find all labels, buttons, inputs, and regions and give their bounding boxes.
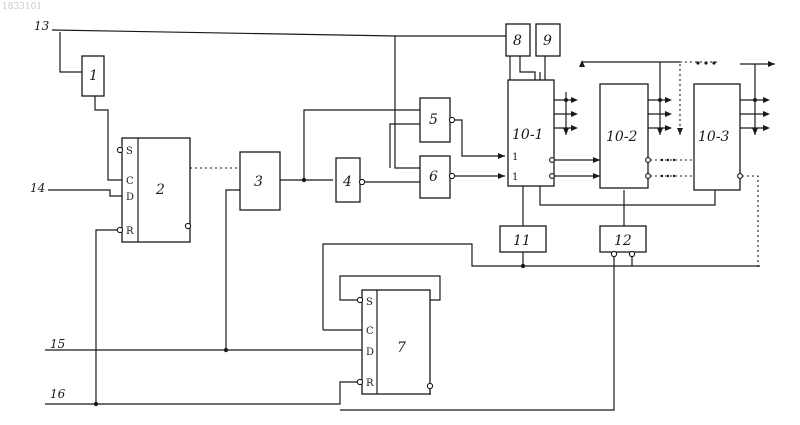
block-6: 6: [420, 156, 455, 198]
svg-text:S: S: [366, 297, 373, 308]
block-8: 8: [506, 24, 530, 56]
block-10-2-counter: 10-2: [600, 84, 650, 188]
wire-label-15: 15: [50, 337, 65, 351]
svg-text:R: R: [126, 226, 134, 237]
svg-text:10-1: 10-1: [512, 127, 543, 143]
svg-text:10-3: 10-3: [698, 129, 730, 145]
svg-text:2: 2: [155, 182, 165, 198]
svg-text:12: 12: [614, 233, 632, 249]
svg-text:5: 5: [429, 112, 438, 128]
svg-text:3: 3: [254, 174, 263, 190]
svg-text:11: 11: [513, 233, 531, 249]
wire-label-13: 13: [34, 19, 50, 33]
svg-text:1: 1: [512, 172, 518, 183]
block-12: 12: [600, 226, 646, 257]
block-3: 3: [240, 152, 280, 210]
svg-text:C: C: [366, 326, 374, 337]
document-number: 1833101: [2, 2, 42, 12]
wire-label-16: 16: [50, 387, 66, 401]
block-9: 9: [536, 24, 560, 56]
svg-text:C: C: [126, 176, 134, 187]
block-2-flip-flop: S C D R 2: [117, 138, 190, 242]
svg-text:9: 9: [543, 33, 552, 49]
svg-text:7: 7: [397, 340, 406, 356]
svg-text:6: 6: [429, 169, 438, 185]
block-1: 1: [82, 56, 104, 96]
block-11: 11: [500, 226, 546, 252]
svg-text:1: 1: [512, 152, 518, 163]
block-10-1-counter: 1 1 10-1: [508, 80, 554, 186]
svg-text:1: 1: [89, 68, 98, 84]
block-5: 5: [420, 98, 455, 142]
wire-label-14: 14: [30, 181, 45, 195]
block-7-flip-flop: S C D R 7: [357, 290, 432, 394]
block-10-3-counter: 10-3: [694, 84, 742, 190]
svg-text:S: S: [126, 146, 133, 157]
svg-text:10-2: 10-2: [606, 129, 638, 145]
svg-text:D: D: [366, 347, 374, 358]
svg-text:8: 8: [513, 33, 522, 49]
svg-text:4: 4: [342, 174, 352, 190]
svg-text:D: D: [126, 192, 134, 203]
svg-text:R: R: [366, 378, 374, 389]
block-4: 4: [336, 158, 365, 202]
